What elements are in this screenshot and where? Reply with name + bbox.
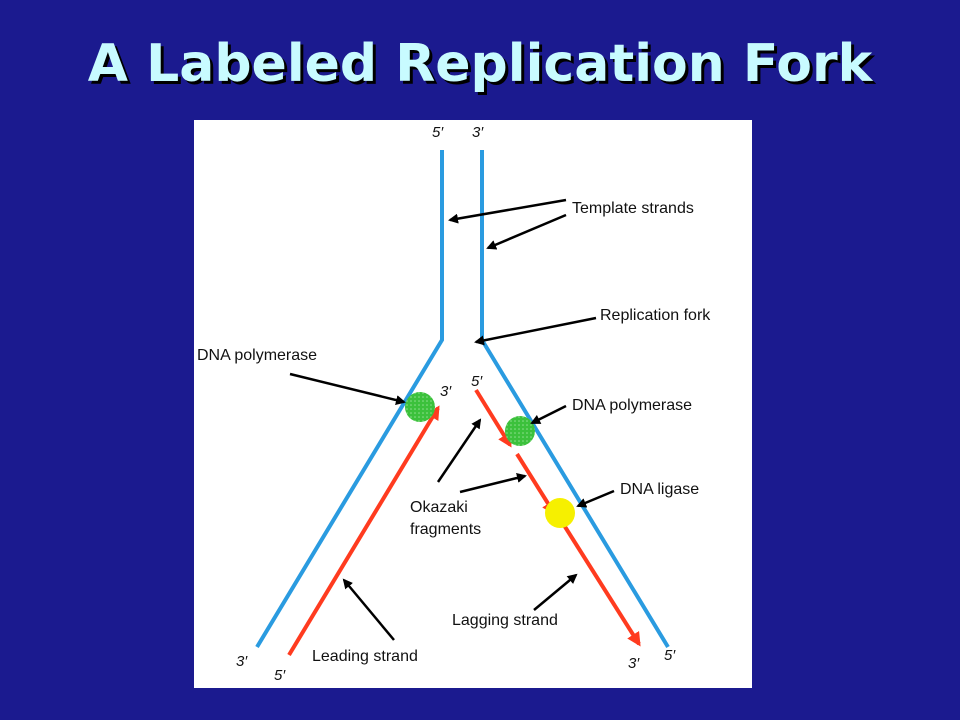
- pointer-lagging-strand: [533, 573, 578, 611]
- pointer-replication-fork: [474, 316, 597, 346]
- slide-title: A Labeled Replication Fork: [87, 34, 873, 94]
- end-label-top-left: 5′: [432, 124, 444, 141]
- okazaki-fragment-1: [474, 388, 512, 448]
- label-dna-polymerase-left: DNA polymerase: [197, 347, 317, 364]
- pointer-okazaki-2: [459, 473, 527, 494]
- pointer-okazaki-1: [436, 418, 482, 483]
- pointer-template-right: [486, 213, 567, 250]
- label-template-strands: Template strands: [572, 200, 694, 217]
- replication-fork-diagram: 5′ 3′ 3′ 5′ 3′ 5′ 3′ 5′ Template strands…: [194, 120, 752, 688]
- end-label-bottom-left-leading: 5′: [274, 667, 286, 684]
- pointer-leading-strand: [342, 578, 395, 641]
- end-label-top-right: 3′: [472, 124, 484, 141]
- dna-polymerase-right: [505, 416, 535, 446]
- leading-strand: [287, 405, 440, 657]
- diagram-canvas: 5′ 3′ 3′ 5′ 3′ 5′ 3′ 5′ Template strands…: [197, 124, 711, 684]
- lagging-strand-fragment-3: [560, 520, 641, 647]
- end-label-bottom-right-lagging: 3′: [628, 655, 640, 672]
- dna-polymerase-left: [405, 392, 435, 422]
- pointer-polymerase-right: [530, 404, 567, 425]
- dna-ligase: [545, 498, 575, 528]
- end-label-leading-top: 3′: [440, 383, 452, 400]
- pointer-ligase: [576, 489, 615, 508]
- label-replication-fork: Replication fork: [600, 307, 711, 324]
- label-leading-strand: Leading strand: [312, 648, 418, 665]
- end-label-bottom-left-template: 3′: [236, 653, 248, 670]
- label-okazaki-line1: Okazaki: [410, 499, 468, 516]
- label-dna-ligase: DNA ligase: [620, 481, 699, 498]
- label-lagging-strand: Lagging strand: [452, 612, 558, 629]
- pointer-template-left: [448, 198, 567, 224]
- label-dna-polymerase-right: DNA polymerase: [572, 397, 692, 414]
- template-strand-left: [255, 150, 444, 649]
- okazaki-fragment-2: [515, 452, 556, 516]
- pointer-polymerase-left: [289, 372, 406, 405]
- label-okazaki-line2: fragments: [410, 521, 481, 538]
- end-label-lagging-top: 5′: [471, 373, 483, 390]
- end-label-bottom-right-template: 5′: [664, 647, 676, 664]
